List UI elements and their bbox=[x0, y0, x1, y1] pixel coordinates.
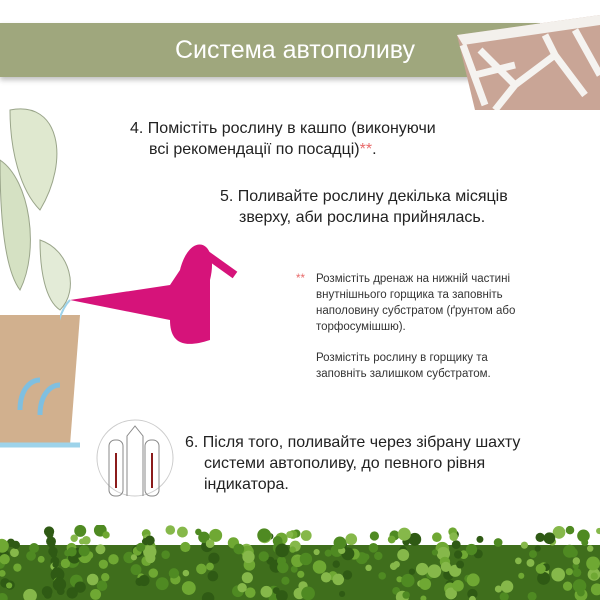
step-6-line: системи автополиву, до певного рівня bbox=[204, 455, 486, 472]
footnote-mark: ** bbox=[296, 273, 305, 285]
planter-image bbox=[457, 15, 600, 110]
footnote-mark: ** bbox=[359, 141, 373, 158]
step-4-line: 4. Помістіть рослину в кашпо (виконуючи bbox=[130, 120, 436, 137]
step-5-line: зверху, аби рослина прийнялась. bbox=[239, 209, 486, 226]
step-4: 4. Помістіть рослину в кашпо (виконуючи … bbox=[130, 120, 436, 158]
grass-border-image bbox=[0, 525, 600, 600]
header-banner: Система автополиву bbox=[0, 23, 540, 77]
note-line: заповніть залишком субстратом. bbox=[316, 368, 491, 380]
note-line: Розмістіть рослину в горщику та bbox=[316, 352, 488, 364]
footnote: ** Розмістіть дренаж на нижній частині в… bbox=[296, 271, 515, 382]
step-4-line: всі рекомендації по посадці) bbox=[149, 141, 360, 158]
step-6: 6. Після того, поливайте через зібрану ш… bbox=[185, 432, 520, 495]
note-line: Розмістіть дренаж на нижній частині bbox=[316, 273, 510, 285]
note-line: торфосумішшю). bbox=[316, 321, 406, 333]
step-5-line: 5. Поливайте рослину декілька місяців bbox=[220, 188, 508, 205]
step-6-line: 6. Після того, поливайте через зібрану ш… bbox=[185, 434, 521, 451]
step-6-line: індикатора. bbox=[204, 476, 289, 493]
page-title: Система автополиву bbox=[175, 36, 416, 64]
step-5: 5. Поливайте рослину декілька місяців зв… bbox=[220, 186, 508, 228]
note-line: наполовину субстратом (ґрунтом або bbox=[316, 305, 516, 317]
plant-illustration bbox=[0, 108, 80, 448]
note-line: внутнішнього горщика та заповніть bbox=[316, 289, 503, 301]
watering-can-illustration bbox=[60, 244, 238, 344]
water-indicator-icon bbox=[96, 419, 174, 497]
